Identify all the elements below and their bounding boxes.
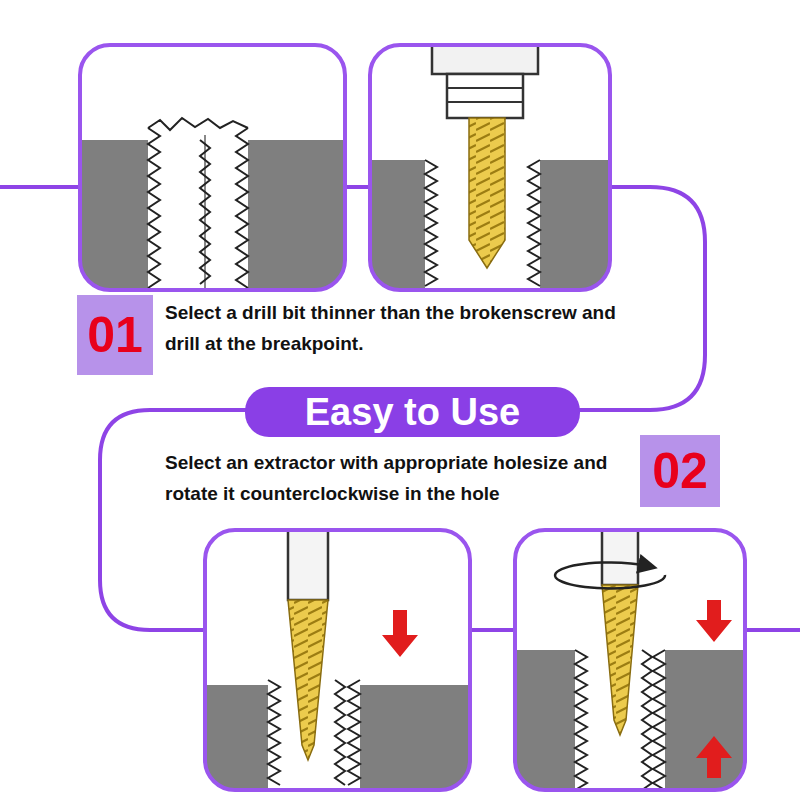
step-instruction: Select an extractor with appropriate hol… <box>165 447 635 510</box>
rotation-arrow <box>555 562 665 588</box>
step-number: 02 <box>640 435 720 507</box>
step-instruction: Select a drill bit thinner than the brok… <box>165 297 635 360</box>
step-number: 01 <box>77 295 153 375</box>
panel-drilling <box>370 45 610 290</box>
thread-zigzag <box>148 128 160 288</box>
thread-zigzag <box>348 680 360 785</box>
thread-zigzag <box>236 128 248 288</box>
thread-zigzag <box>653 650 665 790</box>
thread-zigzag <box>425 160 437 286</box>
panel-extractor-insert <box>205 530 470 790</box>
up-arrow <box>696 736 732 778</box>
title-band: Easy to Use <box>245 387 580 437</box>
panel-broken-screw <box>80 45 345 290</box>
thread-zigzag <box>268 680 280 785</box>
title-text: Easy to Use <box>305 393 520 431</box>
thread-zigzag <box>575 650 587 790</box>
thread-zigzag <box>642 650 652 790</box>
panel-frame <box>80 45 745 790</box>
callout-number: 02 <box>652 446 708 496</box>
panel-extractor-rotate <box>515 530 745 790</box>
down-arrow <box>382 610 418 657</box>
down-arrow <box>696 600 732 642</box>
thread-zigzag <box>335 680 345 785</box>
screw-threads <box>148 128 665 790</box>
callout-number: 01 <box>87 310 143 360</box>
thread-zigzag <box>200 140 210 284</box>
thread-zigzag <box>528 160 540 286</box>
